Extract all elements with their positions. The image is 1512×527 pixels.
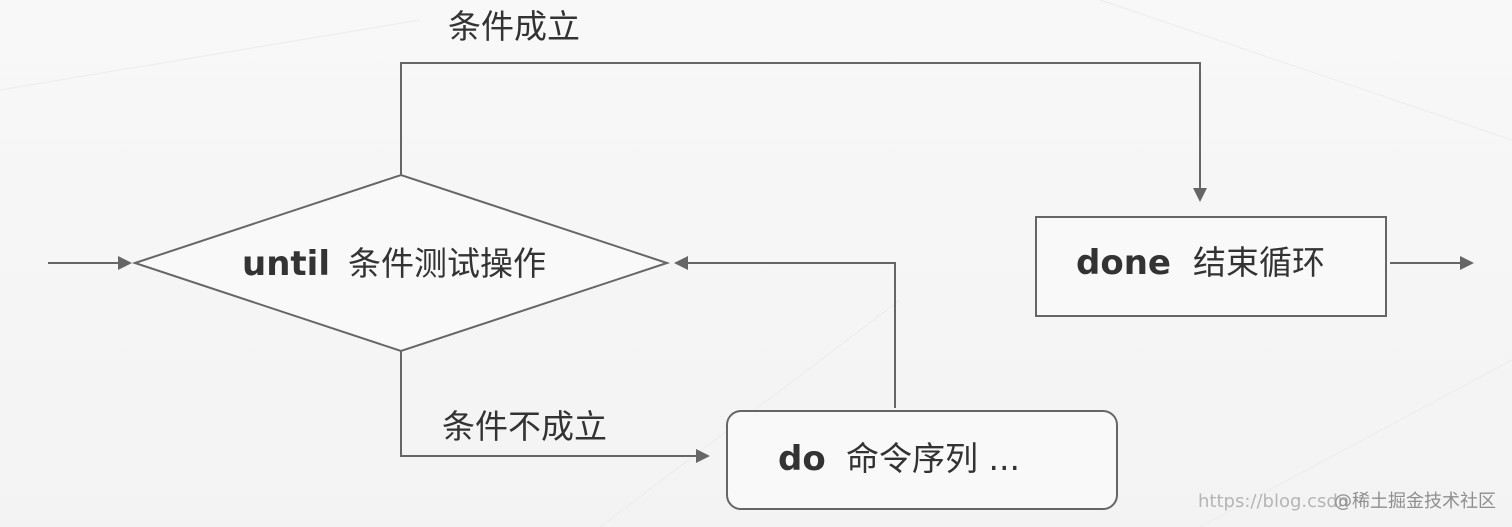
condition-false-label: 条件不成立: [442, 407, 607, 446]
condition-true-path: [400, 62, 1207, 202]
watermark-site: @稀土掘金技术社区: [1334, 491, 1496, 512]
until-condition-text: 条件测试操作: [348, 244, 546, 283]
done-box: [1035, 216, 1387, 317]
do-keyword: do: [778, 439, 826, 479]
until-keyword: until: [242, 244, 330, 284]
watermark-url: https://blog.csdn: [1198, 491, 1349, 512]
done-keyword: done: [1076, 243, 1171, 283]
do-box: [726, 410, 1118, 510]
done-text: 结束循环: [1193, 243, 1325, 282]
condition-true-label: 条件成立: [448, 7, 580, 46]
loop-back-path: [674, 256, 896, 408]
do-text: 命令序列 ...: [846, 439, 1020, 478]
until-decision-diamond: [131, 173, 671, 353]
condition-false-path: [400, 351, 710, 463]
